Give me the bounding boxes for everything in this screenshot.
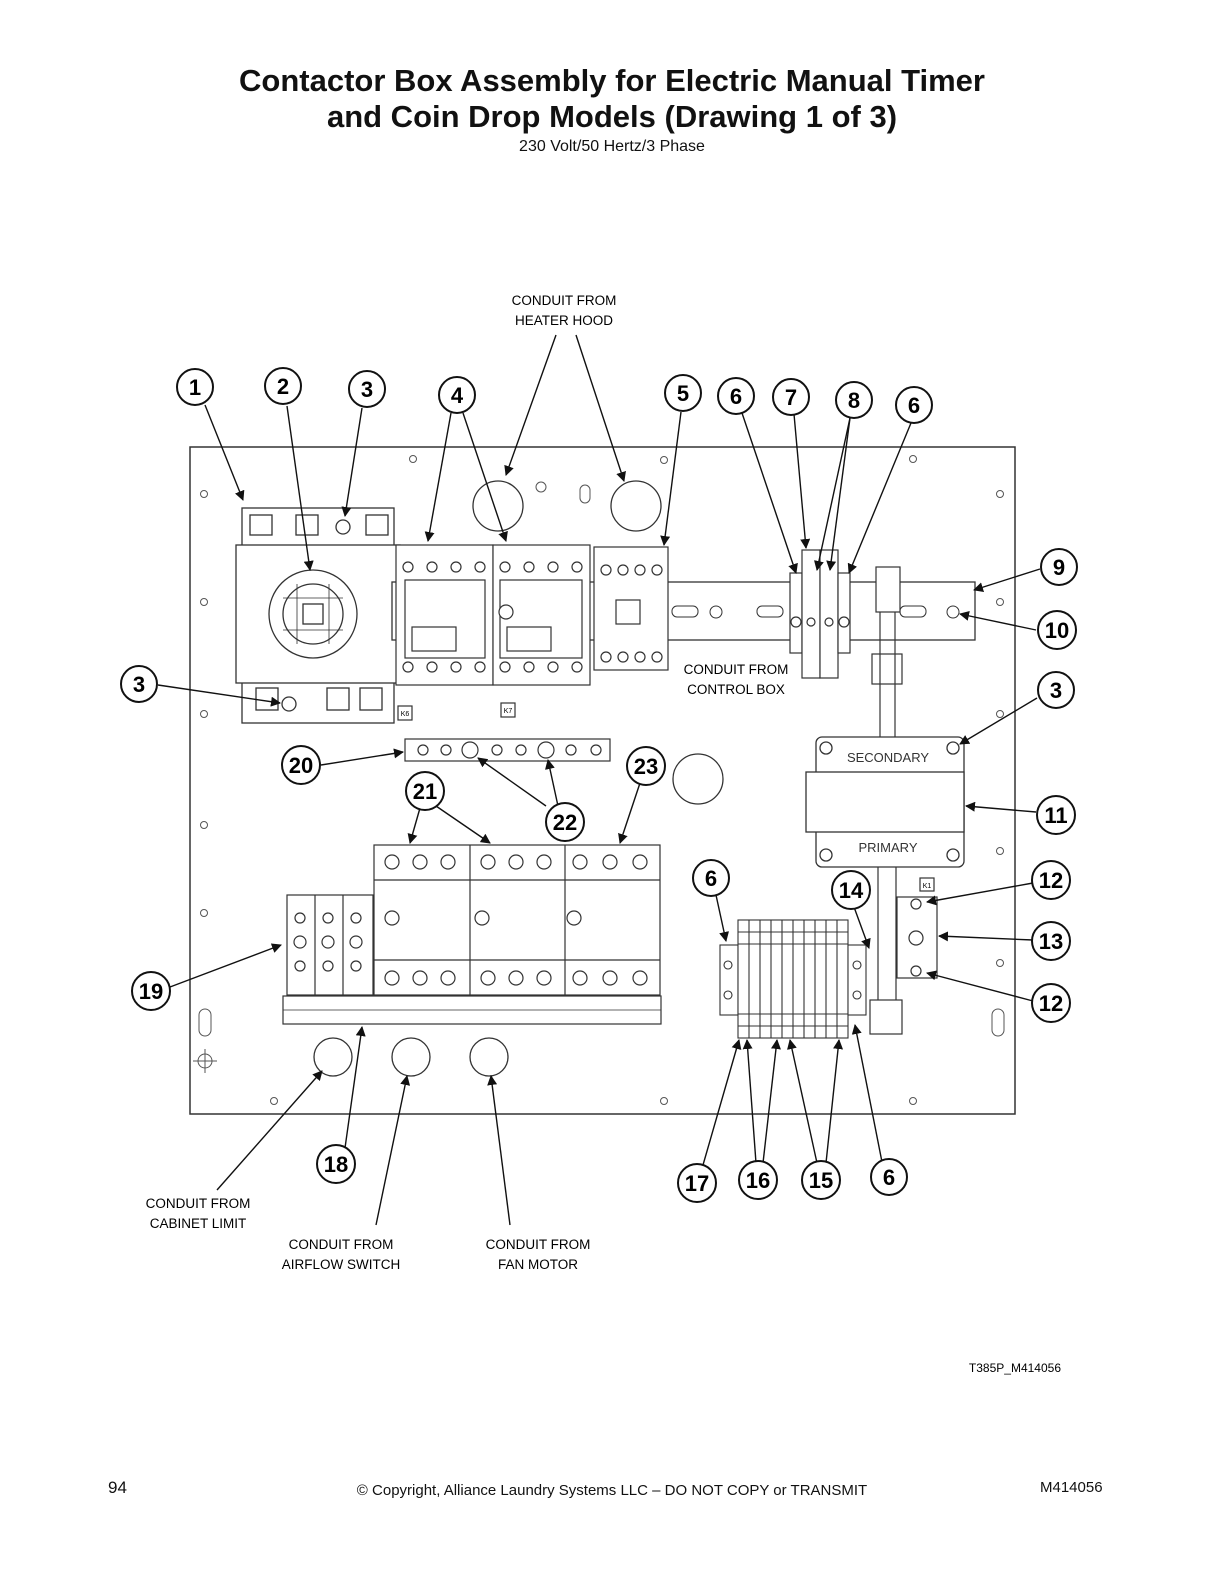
k6-label: K6 — [401, 711, 410, 718]
conduit-fan-motor-line2: FAN MOTOR — [498, 1257, 578, 1272]
copyright-notice: © Copyright, Alliance Laundry Systems LL… — [356, 1482, 868, 1499]
primary-label: PRIMARY — [859, 840, 918, 855]
disconnect-switch — [235, 507, 401, 724]
callout-3: 3 — [1050, 678, 1062, 703]
page-subtitle: 230 Volt/50 Hertz/3 Phase — [519, 138, 705, 155]
callout-6: 6 — [883, 1165, 895, 1190]
callout-4: 4 — [451, 383, 464, 408]
callout-12: 12 — [1039, 991, 1063, 1016]
conduit-airflow-switch-line1: CONDUIT FROM — [289, 1237, 394, 1252]
ground-bus-bar — [404, 738, 611, 762]
page-number: 94 — [108, 1478, 127, 1497]
conduit-labels: CONDUIT FROM HEATER HOOD CONDUIT FROM CO… — [146, 293, 789, 1272]
callout-13: 13 — [1039, 929, 1063, 954]
contactor-k6 — [395, 544, 494, 721]
callout-18: 18 — [324, 1152, 348, 1177]
conduit-knockouts — [313, 480, 724, 1077]
callout-20: 20 — [289, 753, 313, 778]
callout-17: 17 — [685, 1171, 709, 1196]
fuse-block — [286, 894, 374, 996]
k7-label: K7 — [504, 708, 513, 715]
conduit-cabinet-limit-line2: CABINET LIMIT — [150, 1216, 247, 1231]
conduit-cabinet-limit-line1: CONDUIT FROM — [146, 1196, 251, 1211]
conduit-heater-hood-line1: CONDUIT FROM — [512, 293, 617, 308]
callout-6: 6 — [908, 393, 920, 418]
callout-10: 10 — [1045, 618, 1069, 643]
wire-harness — [869, 566, 903, 1035]
callout-21: 21 — [413, 779, 437, 804]
callout-numbers: 1 2 3 4 5 6 7 8 6 9 10 3 3 11 20 21 22 2… — [133, 374, 1069, 1196]
callout-6: 6 — [730, 384, 742, 409]
panel-holes — [193, 455, 1005, 1105]
secondary-label: SECONDARY — [847, 750, 929, 765]
callout-19: 19 — [139, 979, 163, 1004]
conduit-control-box-line2: CONTROL BOX — [687, 682, 785, 697]
callout-9: 9 — [1053, 555, 1065, 580]
conduit-control-box-line1: CONDUIT FROM — [684, 662, 789, 677]
callout-23: 23 — [634, 754, 658, 779]
page-title-line1: Contactor Box Assembly for Electric Manu… — [239, 63, 985, 98]
fuse-terminal-blocks — [789, 549, 851, 679]
conduit-heater-hood-line2: HEATER HOOD — [515, 313, 613, 328]
callout-3: 3 — [133, 672, 145, 697]
callout-5: 5 — [677, 381, 689, 406]
callout-6: 6 — [705, 866, 717, 891]
conduit-airflow-switch-line2: AIRFLOW SWITCH — [282, 1257, 401, 1272]
document-number: M414056 — [1040, 1479, 1103, 1496]
k1-label: K1 — [923, 883, 932, 890]
callout-15: 15 — [809, 1168, 833, 1193]
callout-12: 12 — [1039, 868, 1063, 893]
callout-1: 1 — [189, 375, 201, 400]
callout-11: 11 — [1044, 803, 1067, 828]
drawing-code: T385P_M414056 — [969, 1361, 1061, 1375]
callout-circles — [120, 367, 1078, 1203]
relay — [593, 546, 669, 671]
callout-7: 7 — [785, 385, 797, 410]
contactor-k7 — [492, 544, 591, 718]
circuit-breakers — [373, 844, 661, 996]
leader-lines — [157, 334, 1041, 1226]
terminal-strip — [719, 919, 867, 1039]
conduit-fan-motor-line1: CONDUIT FROM — [486, 1237, 591, 1252]
page-title-line2: and Coin Drop Models (Drawing 1 of 3) — [326, 99, 898, 134]
callout-22: 22 — [553, 810, 577, 835]
callout-16: 16 — [746, 1168, 770, 1193]
transformer — [805, 736, 965, 868]
callout-8: 8 — [848, 388, 860, 413]
callout-2: 2 — [277, 374, 289, 399]
callout-14: 14 — [839, 878, 864, 903]
relay-socket-k1 — [896, 877, 938, 979]
callout-3: 3 — [361, 377, 373, 402]
